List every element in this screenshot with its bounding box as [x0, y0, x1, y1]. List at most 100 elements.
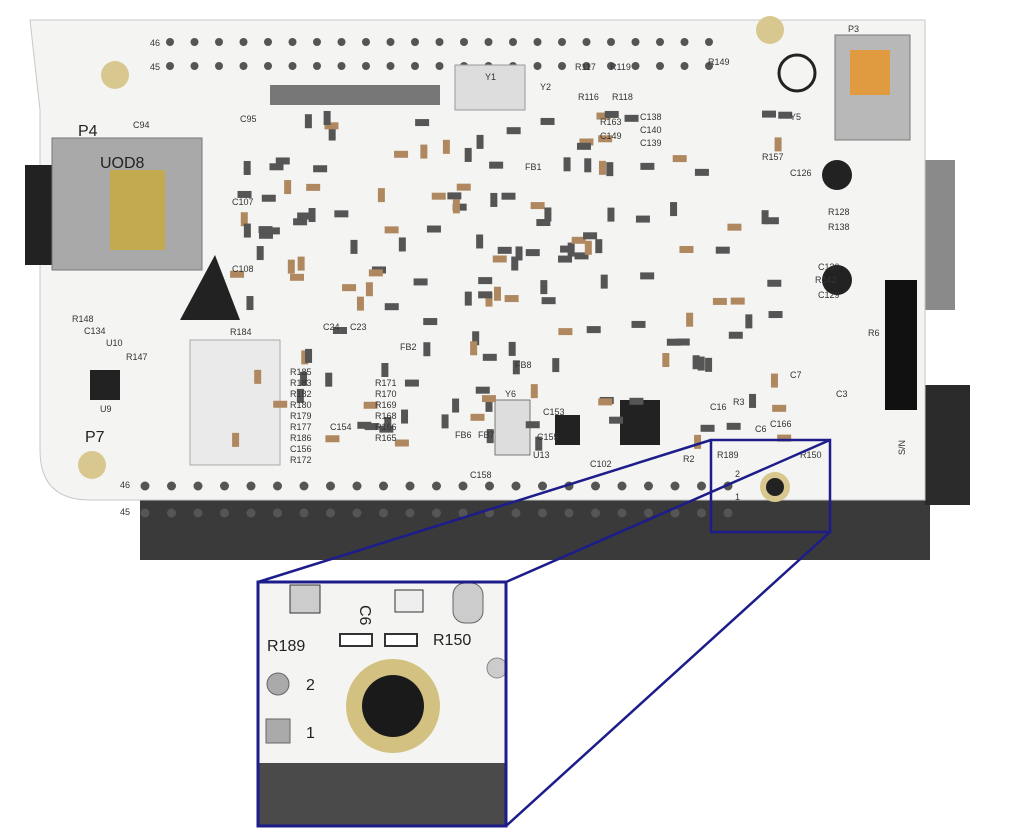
pin1-label: 1 — [735, 492, 740, 502]
r150-label: R150 — [800, 450, 822, 460]
header-pin — [220, 508, 229, 518]
smd-component — [692, 355, 700, 370]
header-pin — [511, 508, 521, 518]
smd-component — [768, 311, 783, 319]
resistor-label: R182 — [290, 389, 312, 399]
smd-component — [715, 246, 730, 254]
header-pin — [264, 38, 272, 46]
smd-component — [606, 162, 614, 177]
smd-component — [237, 190, 252, 198]
resistor-label: R157 — [762, 152, 784, 162]
smd-component — [767, 279, 782, 287]
smd-component — [275, 157, 290, 165]
smd-component — [364, 423, 379, 431]
smd-component — [598, 398, 613, 406]
smd-component — [515, 246, 523, 261]
button[interactable] — [822, 265, 852, 295]
chip-array — [270, 85, 440, 105]
smd-component — [694, 434, 702, 449]
smd-component — [662, 353, 670, 368]
esd-warning-icon — [180, 255, 240, 320]
usb-mini-port — [850, 50, 890, 95]
smd-component — [384, 303, 399, 311]
smd-component — [540, 117, 555, 125]
smd-component — [558, 328, 573, 336]
smd-component — [431, 192, 446, 200]
resistor-label: R142 — [815, 275, 837, 285]
resistor-label: R169 — [375, 400, 397, 410]
resistor-label: R172 — [290, 455, 312, 465]
header-pin — [705, 38, 713, 46]
smd-component — [485, 292, 493, 307]
smd-component — [415, 119, 430, 127]
smd-component — [475, 386, 490, 394]
smd-component — [635, 215, 650, 223]
smd-component — [394, 439, 409, 447]
pin2-label: 2 — [735, 469, 740, 479]
header-pin — [190, 38, 199, 46]
header-pin — [533, 62, 542, 70]
capacitor-label: C158 — [470, 470, 492, 480]
header-pin — [705, 62, 713, 70]
smd-component — [381, 362, 389, 377]
smd-component — [492, 255, 507, 263]
header-pin — [264, 62, 272, 70]
capacitor-label: C138 — [640, 112, 662, 122]
header-pin — [239, 38, 248, 46]
header-pin — [435, 62, 444, 70]
smd-component — [464, 291, 472, 306]
capacitor-label: C134 — [84, 326, 106, 336]
smd-component — [770, 373, 778, 388]
smd-component — [609, 416, 624, 424]
smd-component — [506, 127, 521, 135]
passive-components — [230, 110, 793, 451]
resistor-label: R2 — [683, 454, 695, 464]
smd-component — [485, 397, 493, 412]
r189-label: R189 — [717, 450, 739, 460]
pin-label: 46 — [120, 480, 130, 490]
smd-component — [325, 435, 340, 443]
smd-component — [398, 237, 406, 252]
smd-component — [377, 188, 385, 203]
smd-component — [640, 272, 655, 280]
capacitor-label: C153 — [543, 407, 565, 417]
smd-component — [535, 436, 543, 451]
capacitor-label: C108 — [232, 264, 254, 274]
smd-component — [289, 273, 304, 281]
smd-component — [586, 326, 601, 334]
smd-component — [478, 277, 493, 285]
smd-component — [579, 138, 594, 146]
smd-component — [243, 160, 251, 175]
p3-label: P3 — [848, 24, 859, 34]
smd-component — [497, 246, 512, 254]
zoom-inset-border — [256, 580, 508, 828]
smd-component — [246, 296, 254, 311]
resistor-label: R180 — [290, 400, 312, 410]
capacitor-label: C139 — [640, 138, 662, 148]
bottom-header-pins — [140, 481, 733, 518]
header-pin — [509, 38, 517, 46]
smd-component — [530, 202, 545, 210]
smd-component — [761, 110, 776, 118]
capacitor-label: C140 — [640, 125, 662, 135]
smd-component — [240, 212, 248, 227]
smd-component — [583, 232, 598, 240]
resistor-label: R165 — [375, 433, 397, 443]
header-pin — [591, 481, 600, 491]
smd-component — [525, 249, 540, 257]
resistor-label: R163 — [600, 117, 622, 127]
resistor-label: R128 — [828, 207, 850, 217]
button[interactable] — [822, 160, 852, 190]
smd-component — [296, 388, 304, 403]
smd-component — [350, 239, 358, 254]
resistor-label: R138 — [828, 222, 850, 232]
pin-label: 45 — [120, 507, 130, 517]
smd-component — [567, 242, 575, 257]
header-pin — [670, 508, 680, 518]
smd-component — [728, 331, 743, 339]
smd-component — [305, 348, 313, 363]
smd-component — [334, 210, 349, 218]
header-pin — [140, 481, 150, 491]
header-pin — [246, 508, 256, 518]
smd-component — [508, 341, 516, 356]
